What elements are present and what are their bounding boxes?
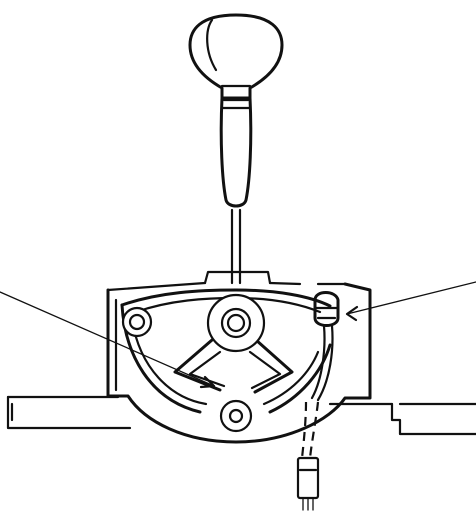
- pivot-bolt: [206, 293, 266, 353]
- detent-pin: [219, 399, 253, 433]
- callout-right: [345, 281, 476, 322]
- neutral-safety-switch: [310, 291, 340, 402]
- callout-left: [0, 291, 216, 389]
- shift-knob: [188, 13, 284, 100]
- shifter-housing: [106, 270, 372, 444]
- shift-lever: [219, 96, 253, 285]
- switch-wire: [300, 401, 320, 459]
- mounting-bolt: [121, 306, 153, 338]
- wire-connector: [296, 456, 320, 511]
